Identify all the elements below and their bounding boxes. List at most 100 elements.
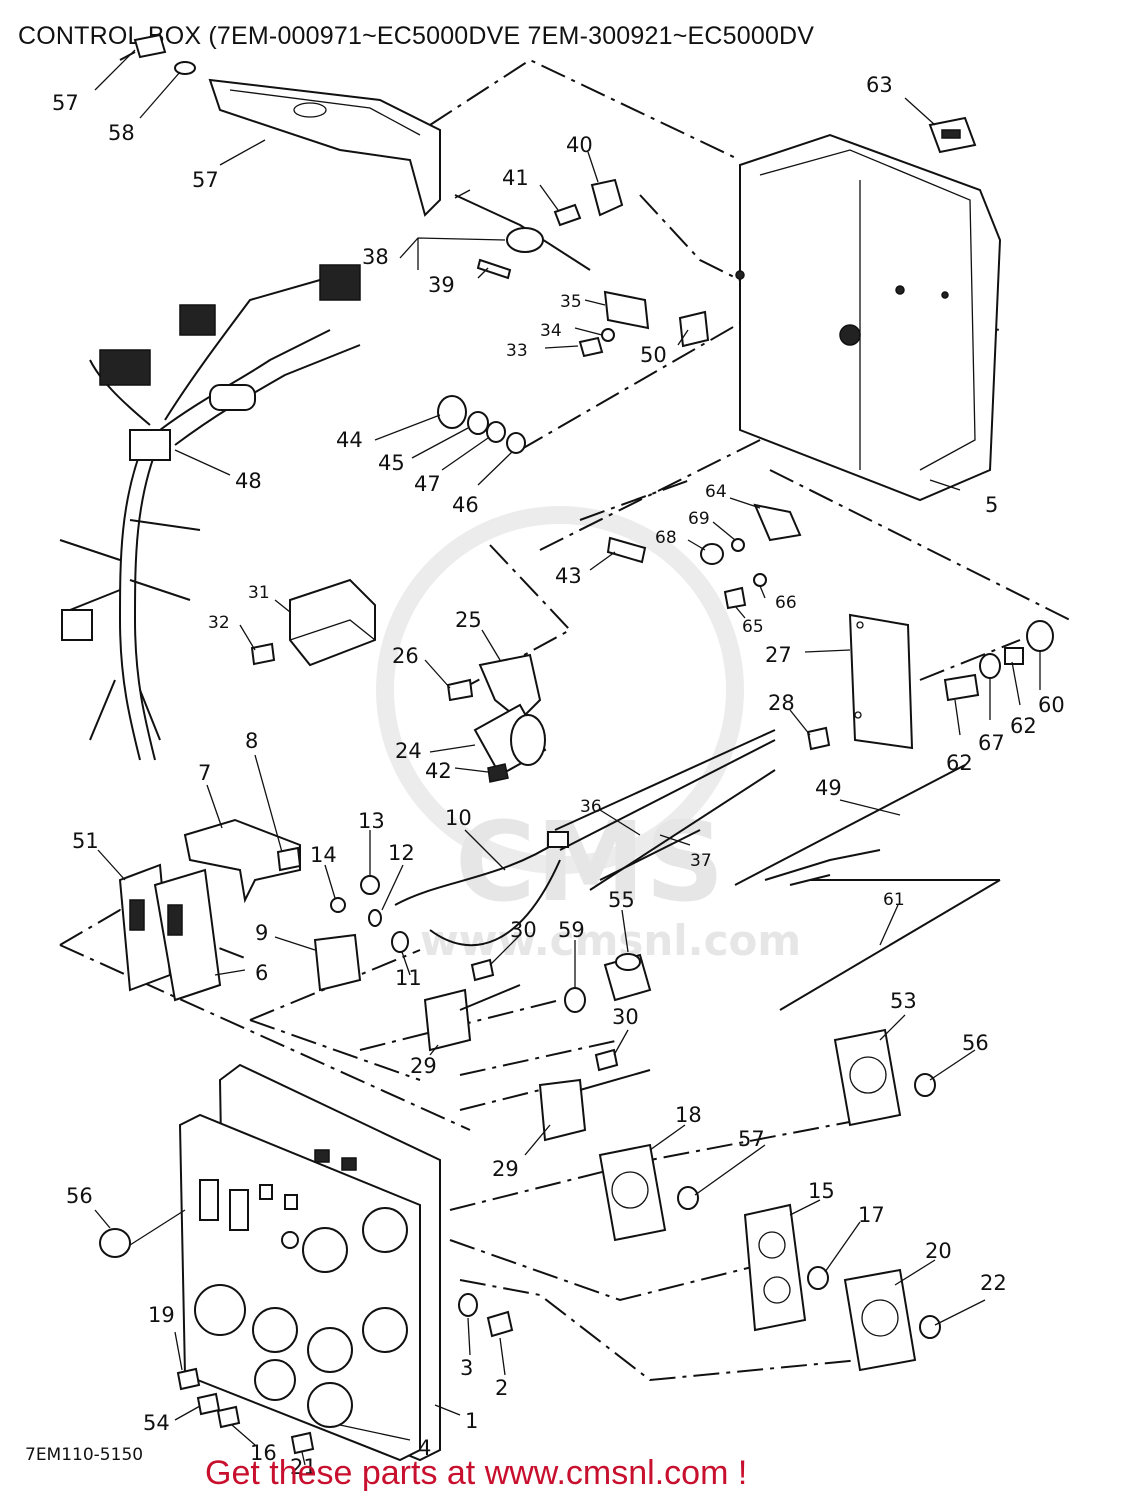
part-50-plate <box>678 310 710 348</box>
callout-43: 43 <box>555 564 582 588</box>
callout-19: 19 <box>148 1303 175 1327</box>
callout-4: 4 <box>418 1436 431 1460</box>
part-44-gear <box>437 395 467 429</box>
callout-1: 1 <box>465 1409 478 1433</box>
part-65-washer <box>979 653 1001 679</box>
part-43-bolt <box>606 536 647 564</box>
part-7-bracket <box>183 818 301 904</box>
part-67-switch <box>753 503 802 542</box>
part-54-screw <box>196 1392 221 1416</box>
callout-39: 39 <box>428 273 455 297</box>
callout-21: 21 <box>290 1455 317 1479</box>
callout-10: 10 <box>445 806 472 830</box>
part-28-switch <box>423 984 521 1052</box>
callout-32: 32 <box>208 613 230 633</box>
part-61-washer <box>174 61 196 75</box>
callout-30: 30 <box>510 918 537 942</box>
callout-57-left: 56 <box>66 1184 93 1208</box>
callout-29: 29 <box>492 1157 519 1181</box>
part-57-nut-left <box>99 1228 131 1258</box>
callout-69: 66 <box>775 593 797 613</box>
callout-3: 3 <box>460 1356 473 1380</box>
watermark-logo: CMS <box>455 798 724 926</box>
callout-64: 62 <box>946 751 973 775</box>
part-38-fuse-holder <box>454 189 591 271</box>
part-35-plate <box>603 290 650 330</box>
callout-31: 31 <box>248 583 270 603</box>
part-56-nut <box>677 1186 699 1210</box>
callout-62-wire: 61 <box>883 890 905 910</box>
callout-40: 40 <box>566 133 593 157</box>
part-6-breaker <box>153 868 222 1002</box>
callout-34: 34 <box>540 321 562 341</box>
part-29-switch <box>538 1069 651 1142</box>
callout-36: 36 <box>580 797 602 817</box>
part-40-bracket <box>590 178 624 217</box>
callout-41: 41 <box>502 166 529 190</box>
callout-30-lower: 30 <box>612 1005 639 1029</box>
part-71-washer <box>731 538 745 552</box>
part-5-control-box-housing <box>735 133 1002 502</box>
callout-47: 47 <box>414 472 441 496</box>
callout-51: 51 <box>72 829 99 853</box>
part-66-connector <box>928 116 977 154</box>
callout-62-right: 60 <box>1038 693 1065 717</box>
callout-61: 58 <box>108 121 135 145</box>
callout-18: 18 <box>675 1103 702 1127</box>
part-47-washer <box>486 421 506 443</box>
callout-46: 46 <box>452 493 479 517</box>
part-62-wire <box>779 879 1001 1011</box>
part-32-screw <box>250 642 276 666</box>
part-34-washer <box>601 328 615 342</box>
footer-link-text[interactable]: Get these parts at www.cmsnl.com ! <box>205 1454 748 1492</box>
part-39-fuse <box>476 258 512 280</box>
part-31-regulator <box>289 578 376 667</box>
part-16-screw <box>216 1405 241 1429</box>
part-3-washer <box>458 1293 478 1317</box>
callout-71: 69 <box>688 509 710 529</box>
callout-7: 7 <box>198 761 211 785</box>
part-27-screw <box>806 726 831 751</box>
part-64-bolt <box>943 673 980 702</box>
callout-45: 45 <box>378 451 405 475</box>
callout-67: 64 <box>705 482 727 502</box>
part-26-cover-plate <box>848 613 914 750</box>
callout-54: 54 <box>143 1411 170 1435</box>
callout-28: 29 <box>410 1054 437 1078</box>
watermark: CMS www.cmsnl.com <box>376 506 801 965</box>
callout-14: 14 <box>310 843 337 867</box>
part-23-capacitor <box>473 703 547 777</box>
callout-13: 13 <box>358 809 385 833</box>
callout-66: 63 <box>866 73 893 97</box>
callout-57: 55 <box>608 888 635 912</box>
callout-26: 27 <box>765 643 792 667</box>
callout-9: 9 <box>255 921 268 945</box>
part-42-clip <box>487 763 509 783</box>
part-21-screw <box>290 1431 315 1455</box>
watermark-url: www.cmsnl.com <box>420 916 801 965</box>
part-25-screw <box>446 678 474 702</box>
callout-8: 8 <box>245 729 258 753</box>
callout-63: 62 <box>1010 714 1037 738</box>
callout-68: 65 <box>742 617 764 637</box>
callout-15: 15 <box>808 1179 835 1203</box>
callout-53: 53 <box>890 989 917 1013</box>
part-17-nut <box>807 1266 829 1290</box>
callout-42: 42 <box>425 759 452 783</box>
part-19-screw <box>176 1367 201 1391</box>
part-13-nut <box>360 875 380 895</box>
callout-5: 5 <box>985 493 998 517</box>
callout-60: 57 <box>52 91 79 115</box>
callout-55: 56 <box>962 1031 989 1055</box>
callout-70: 68 <box>655 528 677 548</box>
callout-35: 35 <box>560 292 582 312</box>
part-46-washer <box>506 432 526 454</box>
part-20-receptacle <box>843 1268 917 1372</box>
part-30-nut-lower <box>594 1048 619 1072</box>
part-69-washer <box>753 573 767 587</box>
part-60-bolt <box>119 33 167 61</box>
callout-49: 49 <box>815 776 842 800</box>
part-33-screw <box>578 336 604 358</box>
part-9-lamp-socket <box>313 933 362 992</box>
